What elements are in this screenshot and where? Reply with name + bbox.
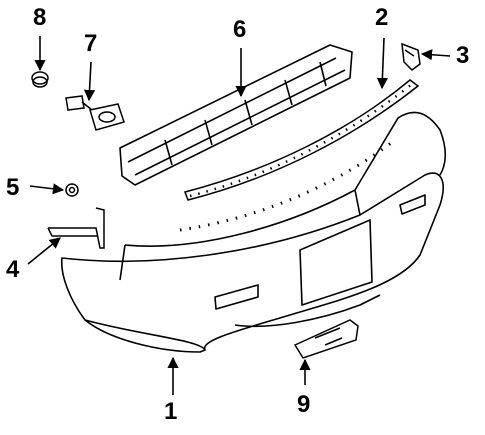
callout-5: 5 (6, 174, 20, 201)
callout-6: 6 (233, 16, 247, 43)
callout-2: 2 (375, 4, 389, 31)
leader-5 (29, 183, 65, 195)
callout-9: 9 (297, 391, 311, 418)
callout-3: 3 (456, 42, 470, 69)
callout-7: 7 (84, 30, 98, 57)
license-lamp-assembly (65, 95, 125, 131)
leader-lines (27, 36, 451, 395)
leader-4 (27, 237, 61, 265)
bulb (31, 71, 49, 88)
side-bracket (401, 42, 421, 71)
nut (65, 183, 79, 197)
callout-8: 8 (33, 4, 47, 31)
upper-retainer (184, 79, 420, 201)
lower-reinforcement-bracket (293, 319, 359, 359)
leader-2 (376, 37, 388, 90)
leader-7 (83, 61, 96, 102)
energy-absorber (119, 44, 353, 186)
bumper-cover (60, 111, 447, 353)
lower-bracket (47, 207, 105, 249)
leader-3 (420, 49, 451, 61)
callout-4: 4 (6, 256, 20, 283)
callout-1: 1 (164, 398, 178, 425)
